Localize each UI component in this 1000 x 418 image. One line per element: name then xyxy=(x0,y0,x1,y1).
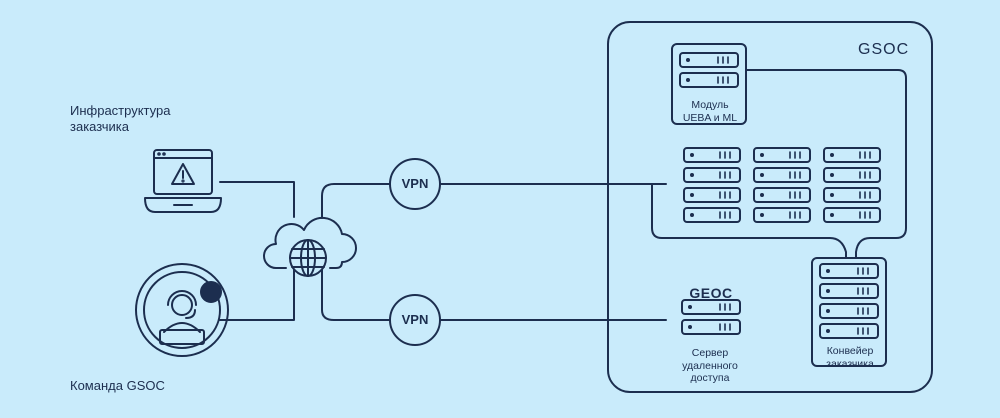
vpn-node-top xyxy=(389,158,441,210)
remote-server-label: Сервер удаленного доступа xyxy=(682,347,738,385)
remote-server-unit xyxy=(681,319,741,335)
grid-server-unit xyxy=(753,187,811,203)
grid-server-unit xyxy=(683,167,741,183)
vpn-label-bottom: VPN xyxy=(401,312,429,328)
gsoc-logo: GEOC xyxy=(689,285,733,301)
customer-infrastructure-label: Инфраструктура заказчика xyxy=(70,103,171,134)
gsoc-team-label: Команда GSOC xyxy=(70,378,165,393)
gsoc-title: GSOC xyxy=(858,41,910,58)
connection-lines xyxy=(219,69,907,321)
ueba-server-unit xyxy=(679,52,739,68)
grid-server-unit xyxy=(683,207,741,223)
cloud-globe-icon xyxy=(263,216,357,277)
server-racks xyxy=(671,43,887,367)
operator-headset-icon xyxy=(135,263,229,357)
customer-pipeline-frame xyxy=(811,257,887,367)
remote-server-unit xyxy=(681,299,741,315)
laptop-warning-icon xyxy=(144,149,222,213)
ueba-module-frame xyxy=(671,43,747,125)
grid-server-unit xyxy=(753,207,811,223)
pipeline-server-unit xyxy=(819,263,879,279)
vpn-label-top: VPN xyxy=(401,176,429,192)
ueba-server-unit xyxy=(679,72,739,88)
grid-server-unit xyxy=(753,147,811,163)
grid-server-unit xyxy=(683,147,741,163)
grid-server-unit xyxy=(683,187,741,203)
grid-server-unit xyxy=(753,167,811,183)
pipeline-server-unit xyxy=(819,283,879,299)
pipeline-server-unit xyxy=(819,303,879,319)
vpn-node-bottom xyxy=(389,294,441,346)
grid-server-unit xyxy=(823,167,881,183)
pipeline-server-unit xyxy=(819,323,879,339)
customer-pipeline-label: Конвейер заказчика xyxy=(826,345,874,370)
grid-server-unit xyxy=(823,187,881,203)
grid-server-unit xyxy=(823,147,881,163)
ueba-module-label: Модуль UEBA и ML xyxy=(682,99,738,124)
gsoc-container xyxy=(607,21,933,393)
grid-server-unit xyxy=(823,207,881,223)
